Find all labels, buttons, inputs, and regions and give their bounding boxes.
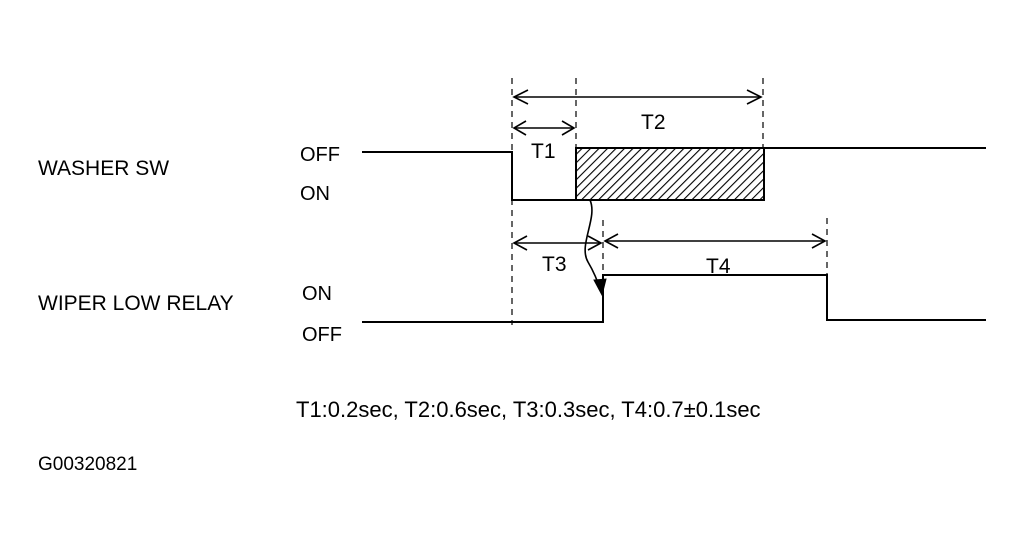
- trigger-curve-arrow: [584, 199, 607, 297]
- washer-sw-on-state: ON: [300, 183, 330, 205]
- wiper-relay-waveform: [362, 274, 986, 323]
- wiper-relay-on-state: ON: [302, 283, 332, 305]
- wiper-low-relay-label: WIPER LOW RELAY: [38, 292, 234, 315]
- t3-dimension-arrow: [512, 235, 603, 251]
- figure-code: G00320821: [38, 454, 137, 475]
- washer-sw-off-state: OFF: [300, 144, 340, 166]
- t4-dimension-arrow: [603, 233, 827, 249]
- washer-hold-region: [575, 147, 765, 201]
- t2-dimension-arrow: [512, 89, 763, 105]
- t4-label: T4: [706, 255, 731, 278]
- t2-label: T2: [641, 111, 666, 134]
- t1-label: T1: [531, 140, 556, 163]
- t3-label: T3: [542, 253, 567, 276]
- wiper-relay-off-state: OFF: [302, 324, 342, 346]
- t1-dimension-arrow: [512, 120, 576, 136]
- washer-sw-waveform: [362, 147, 986, 201]
- washer-sw-label: WASHER SW: [38, 157, 169, 180]
- timing-values-note: T1:0.2sec, T2:0.6sec, T3:0.3sec, T4:0.7±…: [296, 397, 761, 422]
